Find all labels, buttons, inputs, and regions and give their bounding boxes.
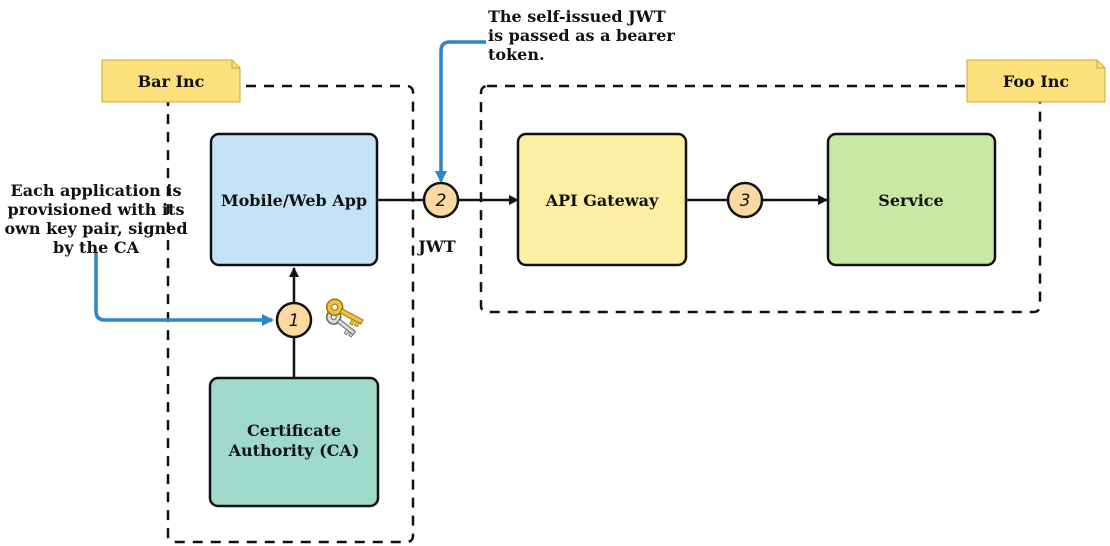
provisioning-note-line3: own key pair, signed <box>4 219 187 238</box>
bearer-token-note: The self-issued JWT is passed as a beare… <box>488 7 675 64</box>
step-badge-2-text: 2 <box>436 191 447 211</box>
bearer-token-note-line2: is passed as a bearer <box>488 26 675 45</box>
foo-inc-label: Foo Inc <box>966 59 1106 103</box>
bearer-token-note-line1: The self-issued JWT <box>488 7 666 26</box>
bar-inc-boundary <box>166 84 415 544</box>
bar-inc-label: Bar Inc <box>101 59 241 103</box>
mobile-web-app-box: Mobile/Web App <box>209 132 379 267</box>
step-badge-1: 1 <box>275 301 313 339</box>
bearer-token-note-line3: token. <box>488 45 545 64</box>
ca-label-line2: Authority (CA) <box>228 441 360 460</box>
step-badge-3-text: 3 <box>740 191 751 211</box>
bar-inc-text: Bar Inc <box>138 72 205 91</box>
blue-arrow-bearer-token <box>435 40 486 183</box>
service-box: Service <box>826 132 997 267</box>
provisioning-note-line4: by the CA <box>53 238 140 257</box>
step-badge-1-text: 1 <box>289 311 300 331</box>
foo-inc-text: Foo Inc <box>1003 72 1070 91</box>
blue-arrow-provision <box>94 252 274 326</box>
mobile-web-app-label: Mobile/Web App <box>221 191 367 210</box>
provisioning-note-line2: provisioned with its <box>8 200 185 219</box>
api-gateway-label: API Gateway <box>545 191 659 210</box>
jwt-label: JWT <box>416 237 456 256</box>
key-icon <box>325 298 364 338</box>
step-badge-2: 2 <box>422 181 460 219</box>
certificate-authority-box: Certificate Authority (CA) <box>208 376 380 508</box>
ca-label-line1: Certificate <box>247 421 341 440</box>
provisioning-note-line1: Each application is <box>11 181 182 200</box>
provisioning-note: Each application is provisioned with its… <box>4 181 187 257</box>
step-badge-3: 3 <box>726 181 764 219</box>
service-label: Service <box>878 191 943 210</box>
api-gateway-box: API Gateway <box>516 132 688 267</box>
